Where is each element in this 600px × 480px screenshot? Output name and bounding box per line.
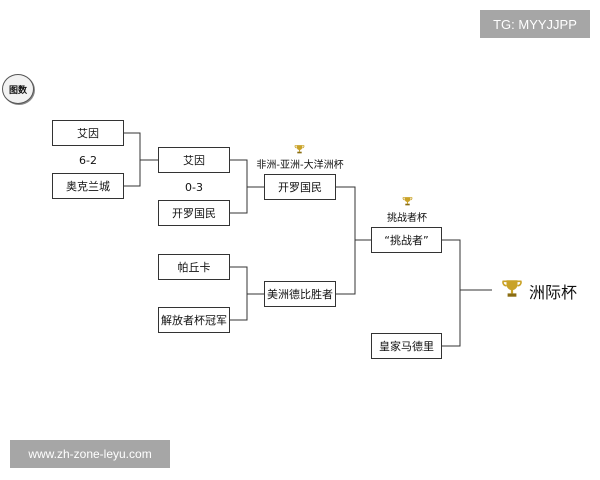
trophy-icon	[294, 145, 305, 154]
team-box-r1-top: 艾因	[52, 120, 124, 146]
trophy-icon	[502, 280, 522, 297]
connector-r3	[336, 186, 356, 295]
team-box-r3-americas: 美洲德比胜者	[264, 281, 336, 307]
connector-final	[442, 239, 461, 347]
team-box-r3-africa-asia: 开罗国民	[264, 174, 336, 200]
team-box-r2-bottom: 开罗国民	[158, 200, 230, 226]
label-challenger-cup: 挑战者杯	[387, 213, 427, 224]
score-r1: 6-2	[79, 154, 97, 167]
team-box-r2-pachuca: 帕丘卡	[158, 254, 230, 280]
score-r2: 0-3	[185, 181, 203, 194]
watermark-bottom: www.zh-zone-leyu.com	[10, 440, 170, 468]
connector-r2-bottom	[230, 266, 248, 321]
connector-r1	[124, 132, 141, 187]
label-africa-asia-cup: 非洲-亚洲-大洋洲杯	[256, 160, 344, 171]
trophy-icon	[402, 197, 413, 206]
team-box-r1-bottom: 奥克兰城	[52, 173, 124, 199]
team-box-real-madrid: 皇家马德里	[371, 333, 442, 359]
watermark-top: TG: MYYJJPP	[480, 10, 590, 38]
team-box-r2-libertadores: 解放者杯冠军	[158, 307, 230, 333]
team-box-r2-top: 艾因	[158, 147, 230, 173]
connector-r2-top	[230, 159, 248, 214]
team-box-challenger: “挑战者”	[371, 227, 442, 253]
logo: 图数	[2, 74, 34, 104]
champion-title: 洲际杯	[529, 283, 578, 302]
